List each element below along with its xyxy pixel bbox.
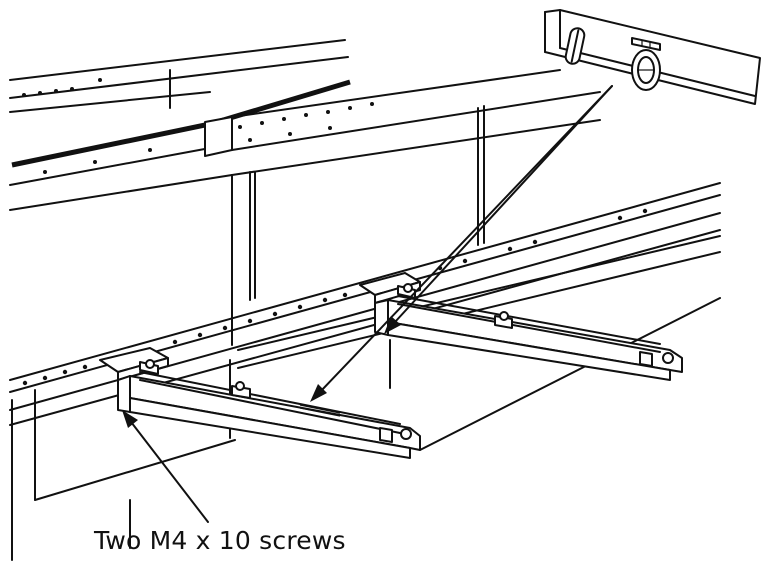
leader-lines: [122, 85, 613, 523]
left-support-bracket: [99, 347, 421, 459]
right-support-bracket: [359, 272, 683, 381]
lower-cabinet: [11, 297, 721, 561]
screws-callout-label: Two M4 x 10 screws: [94, 526, 346, 555]
spirit-level-icon: [544, 9, 761, 105]
rail-slots: [22, 208, 648, 386]
mounting-rail: [9, 182, 721, 426]
top-rail-assembly: [9, 39, 601, 186]
top-rail-holes: [22, 78, 374, 174]
